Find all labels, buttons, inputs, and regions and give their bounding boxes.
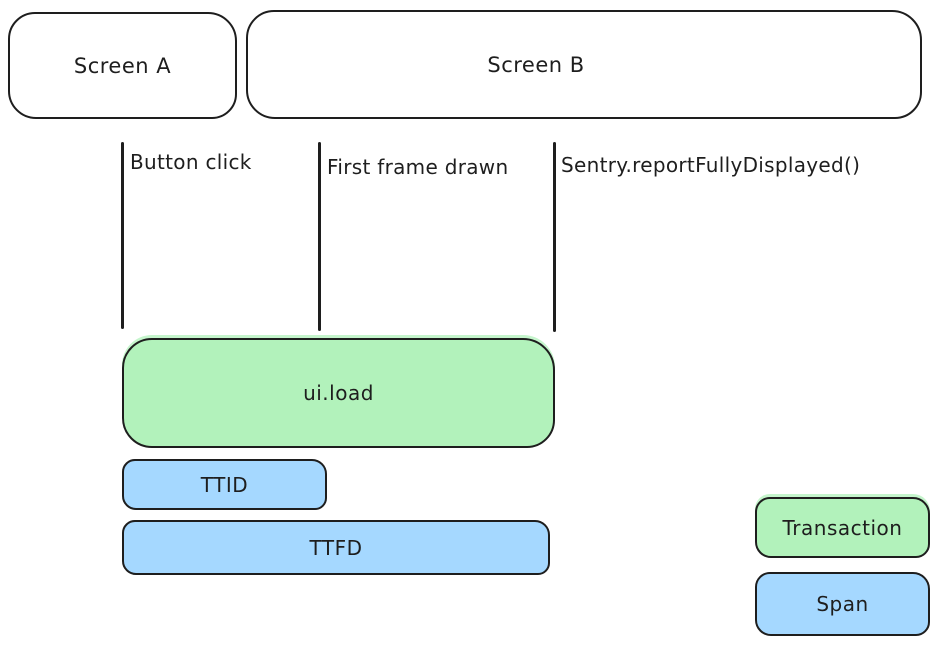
event-line-report-fully-displayed	[553, 142, 556, 332]
ttid-label: TTID	[200, 472, 249, 497]
event-label-first-frame-drawn: First frame drawn	[327, 155, 509, 179]
ui-load-label: ui.load	[303, 381, 374, 405]
event-label-report-fully-displayed: Sentry.reportFullyDisplayed()	[561, 153, 861, 177]
screen-a-label: Screen A	[73, 53, 172, 78]
ui-load-transaction-bar: ui.load	[122, 338, 555, 448]
ttid-span-bar: TTID	[122, 459, 327, 510]
screen-a-box: Screen A	[8, 12, 237, 119]
legend-span-label: Span	[816, 592, 869, 616]
ttfd-span-bar: TTFD	[122, 520, 550, 575]
event-line-first-frame-drawn	[318, 142, 321, 331]
event-line-button-click	[121, 142, 124, 329]
legend-transaction-label: Transaction	[782, 515, 903, 540]
event-label-button-click: Button click	[130, 150, 252, 174]
legend-span-box: Span	[755, 572, 930, 636]
screen-b-label: Screen B	[487, 52, 585, 77]
ttfd-label: TTFD	[309, 535, 363, 560]
screen-b-box: Screen B	[246, 10, 922, 119]
legend-transaction-box: Transaction	[755, 497, 930, 558]
